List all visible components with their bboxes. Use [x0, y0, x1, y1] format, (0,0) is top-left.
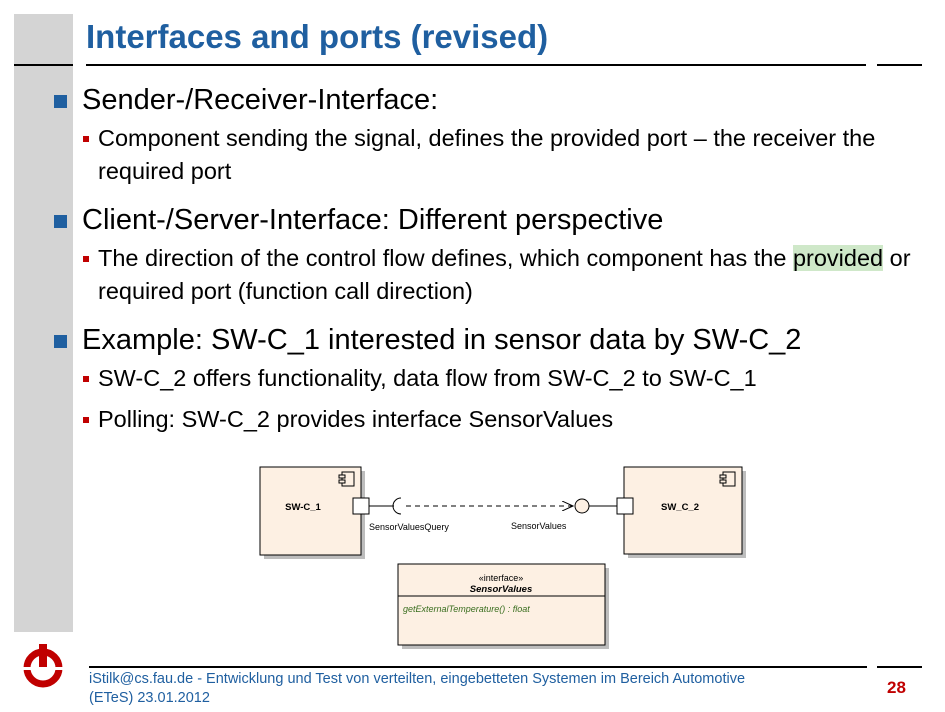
footer-rule-right — [877, 666, 922, 668]
component-label: SW_C_2 — [661, 502, 699, 513]
component-icon — [719, 471, 736, 487]
highlighted-word: provided — [792, 245, 884, 271]
bullet-text: Sender-/Receiver-Interface: — [82, 84, 439, 116]
sub-bullet: Component sending the signal, defines th… — [83, 122, 932, 188]
footer-text: iStilk@cs.fau.de - Entwicklung und Test … — [89, 670, 869, 708]
component-swc2: SW_C_2 — [623, 466, 746, 558]
required-port — [352, 497, 370, 515]
header-rule-right — [877, 64, 922, 66]
bullet-square-icon — [54, 215, 67, 228]
bullet-text: Client-/Server-Interface: Different pers… — [82, 204, 664, 236]
page-number: 28 — [887, 678, 906, 697]
interface-name: SensorValues — [470, 584, 532, 595]
interface-operation: getExternalTemperature() : float — [403, 604, 530, 614]
university-logo-icon — [14, 640, 72, 696]
bullet-sender-receiver: Sender-/Receiver-Interface: — [52, 82, 932, 118]
left-sidebar-bar — [14, 14, 73, 632]
slide-content: Sender-/Receiver-Interface: Component se… — [52, 82, 932, 436]
bullet-client-server: Client-/Server-Interface: Different pers… — [52, 202, 932, 238]
sub-bullet-text-before: The direction of the control flow define… — [98, 245, 793, 271]
sub-bullet-icon — [83, 417, 89, 423]
provided-port — [616, 497, 634, 515]
header-rule-left — [14, 64, 73, 66]
footer-line-2: (ETeS) 23.01.2012 — [89, 690, 210, 706]
bullet-text: Example: SW-C_1 interested in sensor dat… — [82, 324, 802, 356]
interface-box: «interface» SensorValues getExternalTemp… — [397, 563, 609, 649]
sub-bullet: Polling: SW-C_2 provides interface Senso… — [83, 403, 932, 436]
provided-port-label: SensorValues — [511, 521, 567, 531]
sub-bullet: SW-C_2 offers functionality, data flow f… — [83, 362, 932, 395]
required-socket-icon — [392, 497, 402, 515]
provided-lollipop-icon — [574, 498, 590, 514]
footer-rule — [89, 666, 867, 668]
interface-stereotype: «interface» — [479, 573, 524, 583]
component-swc1: SW-C_1 — [259, 466, 365, 559]
bullet-square-icon — [54, 95, 67, 108]
sub-bullet-text: Polling: SW-C_2 provides interface Senso… — [98, 406, 614, 432]
sub-bullet-text-after: or required port (function call directio… — [98, 245, 911, 304]
bullet-square-icon — [54, 335, 67, 348]
header-rule — [86, 64, 866, 66]
sub-bullet-icon — [83, 376, 89, 382]
sub-bullet-text: Component sending the signal, defines th… — [98, 125, 876, 184]
component-label: SW-C_1 — [285, 502, 321, 513]
sub-bullet-icon — [83, 256, 89, 262]
sub-bullet-text: SW-C_2 offers functionality, data flow f… — [98, 365, 757, 391]
sub-bullet-icon — [83, 136, 89, 142]
sub-bullet: The direction of the control flow define… — [83, 242, 932, 308]
required-port-label: SensorValuesQuery — [369, 522, 449, 532]
footer-line-1: iStilk@cs.fau.de - Entwicklung und Test … — [89, 671, 746, 687]
slide-title: Interfaces and ports (revised) — [86, 18, 549, 55]
bullet-example: Example: SW-C_1 interested in sensor dat… — [52, 322, 932, 358]
component-icon — [338, 471, 355, 487]
